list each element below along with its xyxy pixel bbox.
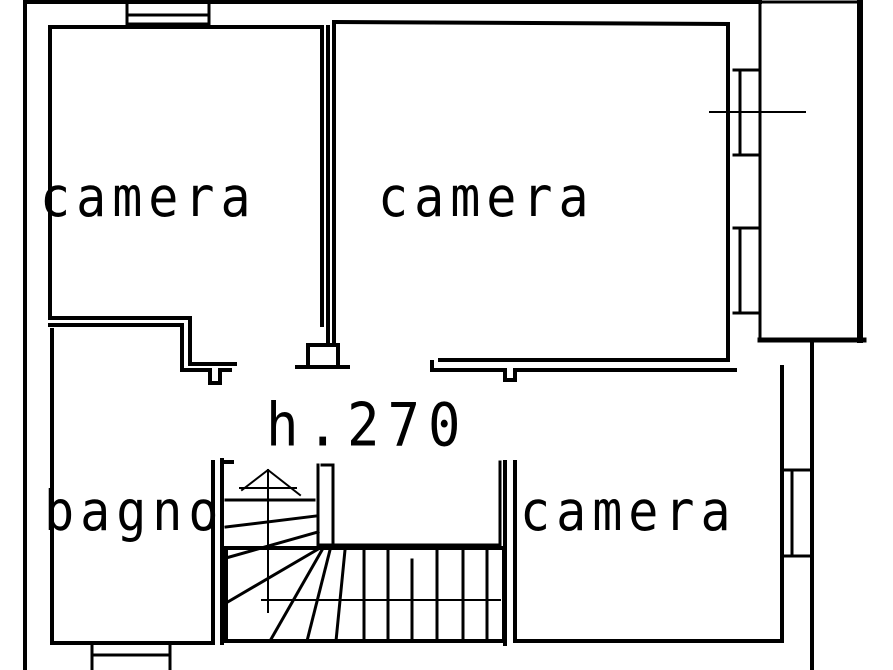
room-label-camera-top-left: camera	[40, 165, 257, 230]
room-bagno	[50, 328, 234, 645]
window-right-bottom	[783, 468, 814, 558]
staircase	[223, 460, 506, 644]
room-camera-top-center	[295, 19, 737, 382]
room-label-camera-top-center: camera	[378, 165, 595, 230]
room-camera-top-left	[48, 25, 330, 385]
window-right-top	[709, 68, 806, 315]
room-label-bagno: bagno	[44, 479, 225, 544]
balcony	[757, 0, 867, 343]
ceiling-height-label: h.270	[266, 390, 469, 460]
outer-walls	[23, 0, 814, 670]
window-bottom	[90, 644, 172, 670]
window-top	[125, 0, 211, 26]
room-label-camera-bottom-right: camera	[520, 479, 737, 544]
